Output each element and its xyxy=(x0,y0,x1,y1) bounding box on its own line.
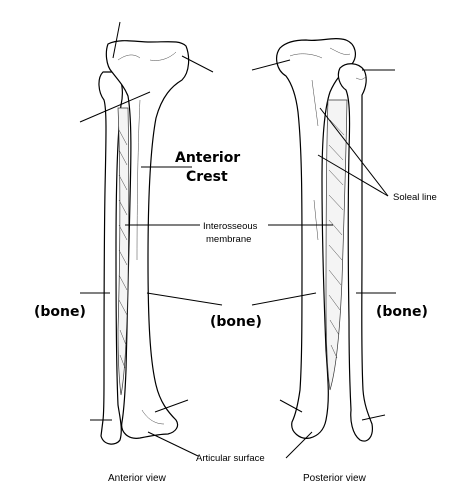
leader-malleolus-anterior-right xyxy=(154,399,189,413)
leader-articular-left xyxy=(147,431,199,457)
leader-medial-condyle-anterior xyxy=(181,55,214,73)
posterior-fibula xyxy=(337,63,373,442)
bone-label-right: (bone) xyxy=(376,304,428,320)
leader-soleal-1 xyxy=(319,107,389,197)
interosseous-label-line2: membrane xyxy=(206,234,251,245)
leader-lines xyxy=(79,21,396,459)
text-labels: Anterior Crest Interosseous membrane Sol… xyxy=(34,150,437,484)
leader-top-right-tibia xyxy=(251,59,291,71)
bone-label-center: (bone) xyxy=(210,314,262,330)
leader-bone-center-left xyxy=(146,292,223,306)
anterior-interosseous-membrane xyxy=(117,107,130,396)
anterior-fibula xyxy=(98,71,123,445)
leader-bone-center-right xyxy=(251,292,317,306)
anterior-view-caption: Anterior view xyxy=(108,473,167,484)
anterior-crest-label-line2: Crest xyxy=(186,169,228,185)
leader-top-left xyxy=(112,21,121,59)
anterior-tibia xyxy=(105,40,190,439)
bone-label-left: (bone) xyxy=(34,304,86,320)
leader-articular-right xyxy=(285,431,313,459)
interosseous-label-line1: Interosseous xyxy=(203,221,258,232)
anterior-view-bones xyxy=(98,40,190,445)
anterior-crest-label-line1: Anterior xyxy=(175,150,240,166)
leader-fibula-head-anterior xyxy=(79,91,151,123)
articular-surface-label: Articular surface xyxy=(196,453,265,464)
leader-malleolus-posterior-right xyxy=(361,414,386,421)
leader-soleal-2 xyxy=(317,154,389,197)
leader-malleolus-posterior-left xyxy=(279,399,303,413)
soleal-line-label: Soleal line xyxy=(393,192,437,203)
posterior-tibia xyxy=(276,37,356,439)
posterior-view-caption: Posterior view xyxy=(303,473,367,484)
posterior-view-bones xyxy=(276,37,373,442)
